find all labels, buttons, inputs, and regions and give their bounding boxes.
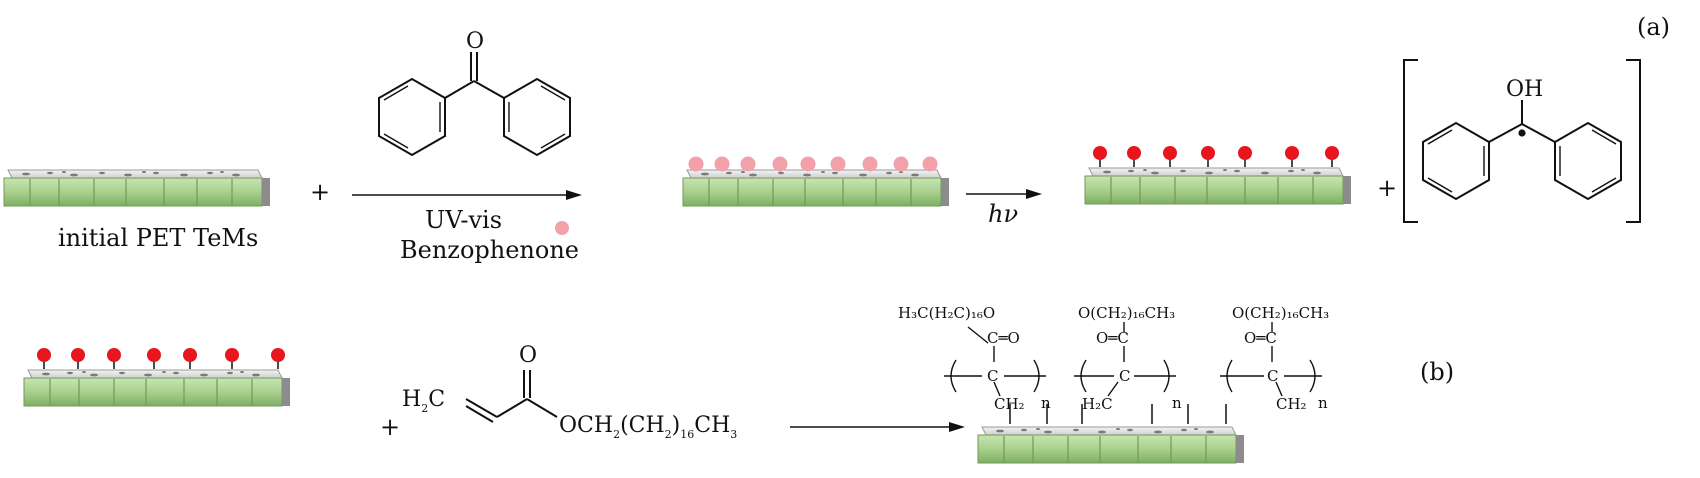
ester-prefix: OCH <box>559 413 613 438</box>
membrane-grafted <box>977 426 1245 464</box>
chain3-n: n <box>1318 394 1328 412</box>
monomer-c: C <box>428 387 445 412</box>
ester-sub-4: 3 <box>730 428 737 441</box>
ketyl-radical-structure <box>1403 59 1641 223</box>
chain2-carbon: C <box>1119 367 1130 385</box>
ester-sub-1: 2 <box>613 428 620 441</box>
stearyl-acrylate-structure <box>465 370 558 423</box>
reaction-arrow-1 <box>352 190 582 200</box>
chain1-n: n <box>1041 394 1051 412</box>
ester-close: ) <box>672 413 681 438</box>
plus-sign-3: + <box>380 413 400 441</box>
reaction-arrow-2 <box>790 422 965 432</box>
plus-sign-2: + <box>1377 174 1397 202</box>
ester-end: CH <box>694 413 730 438</box>
hv-label: hν <box>988 200 1018 228</box>
chain1-carbonyl: C═O <box>987 329 1020 347</box>
chain2-carbonyl: O═C <box>1096 329 1129 347</box>
chain1-carbon: C <box>987 367 998 385</box>
polymer-chain-2 <box>1074 322 1176 397</box>
monomer-h: H <box>402 387 421 412</box>
benzophenone-dot-legend <box>555 221 569 235</box>
chain3-ester-group: O(CH₂)₁₆CH₃ <box>1232 304 1329 322</box>
panel-a-label: (a) <box>1637 13 1670 41</box>
monomer-h-sub: 2 <box>421 402 428 415</box>
monomer-carbonyl-o: O <box>519 343 537 368</box>
plus-sign-1: + <box>310 178 330 206</box>
chain2-n: n <box>1172 394 1182 412</box>
chain3-carbonyl: O═C <box>1244 329 1277 347</box>
chain3-carbon: C <box>1267 367 1278 385</box>
radical-hydroxyl: OH <box>1506 77 1543 102</box>
chain1-ch2: CH₂ <box>994 395 1025 413</box>
graft-anchor-lines <box>1009 404 1227 424</box>
adsorbed-benzophenone-dots <box>688 156 938 172</box>
chain2-ester-group: O(CH₂)₁₆CH₃ <box>1078 304 1175 322</box>
monomer-ester-chain: OCH2(CH2)16CH3 <box>559 413 737 441</box>
chain1-ester-group: H₃C(H₂C)₁₆O <box>898 304 995 322</box>
polymer-chain-1 <box>944 326 1046 397</box>
membrane-activated-b <box>23 369 291 407</box>
membrane-activated <box>1084 167 1352 205</box>
benzophenone-oxygen: O <box>466 29 484 54</box>
membrane-adsorbed <box>682 169 950 207</box>
panel-b-label: (b) <box>1420 358 1454 386</box>
activated-radical-sites-b <box>36 347 286 370</box>
polymer-chain-3 <box>1220 322 1322 397</box>
ester-sub-3: 16 <box>680 428 694 441</box>
chain3-ch2: CH₂ <box>1276 395 1307 413</box>
hv-arrow <box>966 189 1042 199</box>
membrane-caption: initial PET TeMs <box>58 224 258 252</box>
initial-membrane <box>3 169 271 207</box>
ester-sub-2: 2 <box>665 428 672 441</box>
chain2-h2c: H₂C <box>1082 395 1113 413</box>
benzophenone-structure <box>378 52 571 157</box>
activated-radical-sites <box>1092 145 1340 168</box>
condition-uv-vis: UV-vis <box>425 206 502 234</box>
ester-mid: (CH <box>620 413 665 438</box>
monomer-vinyl: H2C <box>402 387 445 415</box>
condition-benzophenone: Benzophenone <box>400 236 579 264</box>
